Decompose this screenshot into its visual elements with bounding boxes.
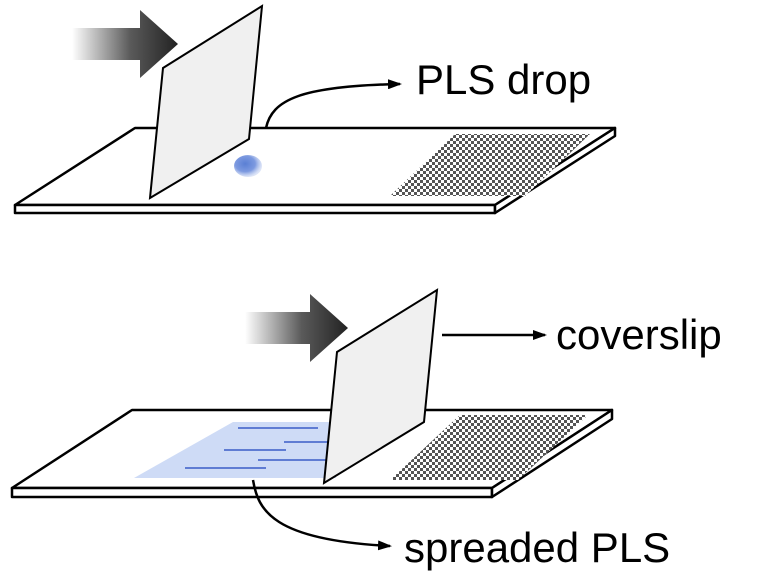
spreaded-pls bbox=[134, 422, 336, 478]
pls-drop bbox=[234, 155, 262, 177]
frosted-end bbox=[390, 134, 590, 196]
coverslip-bottom bbox=[322, 288, 439, 485]
pointer-arrow-icon bbox=[251, 479, 392, 551]
frosted-end bbox=[390, 415, 588, 480]
pointer-arrow-icon bbox=[264, 79, 402, 129]
pls-drop-label: PLS drop bbox=[416, 56, 591, 103]
coverslip-label: coverslip bbox=[556, 311, 722, 358]
coverslip-top bbox=[148, 4, 264, 200]
push-arrow-icon bbox=[245, 294, 348, 362]
spreaded-pls-label: spreaded PLS bbox=[404, 524, 670, 571]
bottom-panel: coverslip spreaded PLS bbox=[10, 288, 722, 571]
push-arrow-icon bbox=[72, 10, 178, 78]
top-panel: PLS drop bbox=[13, 4, 617, 215]
